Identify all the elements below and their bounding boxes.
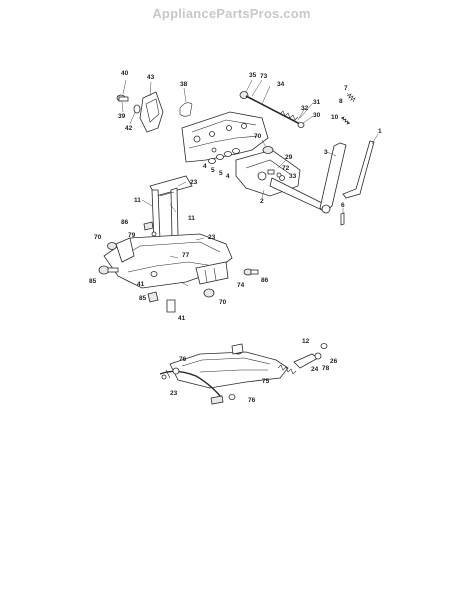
callout-76-upper: 76 (179, 356, 187, 363)
callout-11-right: 11 (188, 215, 195, 222)
callout-1: 1 (378, 128, 382, 135)
callout-72: 72 (282, 165, 290, 172)
bracket-43 (139, 81, 164, 133)
callout-75: 75 (262, 378, 270, 385)
callout-23-bottom: 23 (170, 390, 178, 397)
callout-40: 40 (121, 70, 129, 77)
lower-bracket-75 (169, 343, 289, 389)
callout-41-lower: 41 (178, 315, 186, 322)
callout-32: 32 (301, 105, 309, 112)
callout-12: 12 (302, 338, 310, 345)
washers-4-5 (208, 148, 240, 164)
spring-10 (340, 116, 351, 125)
callout-23-mid: 23 (208, 234, 216, 241)
callout-76-lower: 76 (248, 397, 256, 404)
callout-34: 34 (277, 81, 285, 88)
watermark: AppliancePartsPros.com (152, 6, 311, 21)
washer-42 (129, 104, 141, 125)
callout-70-lower: 70 (219, 299, 227, 306)
callout-70-left: 70 (94, 234, 102, 241)
bent-rod-23 (159, 367, 223, 399)
clip-38 (179, 87, 193, 117)
callout-85-left: 85 (89, 278, 97, 285)
spring-24 (277, 364, 297, 375)
spring-7 (346, 92, 356, 103)
callout-29: 29 (285, 154, 293, 161)
callout-73: 73 (260, 73, 268, 80)
callout-39: 39 (118, 113, 126, 120)
handle-rod-1 (342, 133, 379, 199)
knob-85a (98, 265, 119, 275)
callout-3: 3 (324, 149, 328, 156)
callout-41-upper: 41 (137, 281, 145, 288)
callout-74: 74 (237, 282, 245, 289)
callout-11-left: 11 (134, 197, 141, 204)
callout-5-b: 5 (219, 170, 223, 177)
callout-78: 78 (322, 365, 330, 372)
callout-24: 24 (311, 366, 319, 373)
fastener-72 (267, 159, 287, 178)
bolt-76b (210, 394, 236, 405)
callout-23-top: 23 (190, 179, 198, 186)
callout-31: 31 (313, 99, 321, 106)
callout-77: 77 (182, 252, 190, 259)
bushing-70a (261, 139, 274, 154)
callout-38: 38 (180, 81, 188, 88)
bolt-86a (143, 221, 157, 237)
callout-6: 6 (341, 202, 345, 209)
callout-30: 30 (313, 112, 321, 119)
callout-7: 7 (344, 85, 348, 92)
callout-5-a: 5 (211, 167, 215, 174)
bolt-40 (116, 79, 129, 113)
link-26 (293, 352, 322, 369)
callout-8: 8 (339, 98, 343, 105)
lower-fasteners (147, 271, 215, 313)
callout-labels: 40 43 38 39 42 35 73 34 7 8 31 32 30 10 … (89, 70, 382, 404)
callout-10: 10 (331, 114, 339, 121)
callout-70-upper: 70 (254, 133, 262, 140)
callout-42: 42 (125, 125, 133, 132)
callout-79: 79 (128, 232, 136, 239)
callout-35: 35 (249, 72, 257, 79)
callout-86-right: 86 (261, 277, 269, 284)
callout-2: 2 (260, 198, 264, 205)
callout-26: 26 (330, 358, 338, 365)
bushing-70b (107, 242, 117, 250)
pin-12 (320, 343, 328, 349)
callout-43: 43 (147, 74, 155, 81)
axle-frame-23 (103, 233, 233, 289)
support-arms-11 (141, 175, 193, 243)
pin-6 (340, 208, 345, 226)
lift-link-3 (319, 142, 347, 214)
lift-lever-2 (235, 149, 325, 211)
callout-4-b: 4 (226, 173, 230, 180)
bolt-86b (243, 268, 259, 276)
rod-34 (239, 79, 314, 128)
lift-plate (181, 111, 269, 163)
callout-4-a: 4 (203, 163, 207, 170)
callout-85-lower: 85 (139, 295, 147, 302)
callout-33: 33 (289, 173, 297, 180)
callout-86-left: 86 (121, 219, 129, 226)
